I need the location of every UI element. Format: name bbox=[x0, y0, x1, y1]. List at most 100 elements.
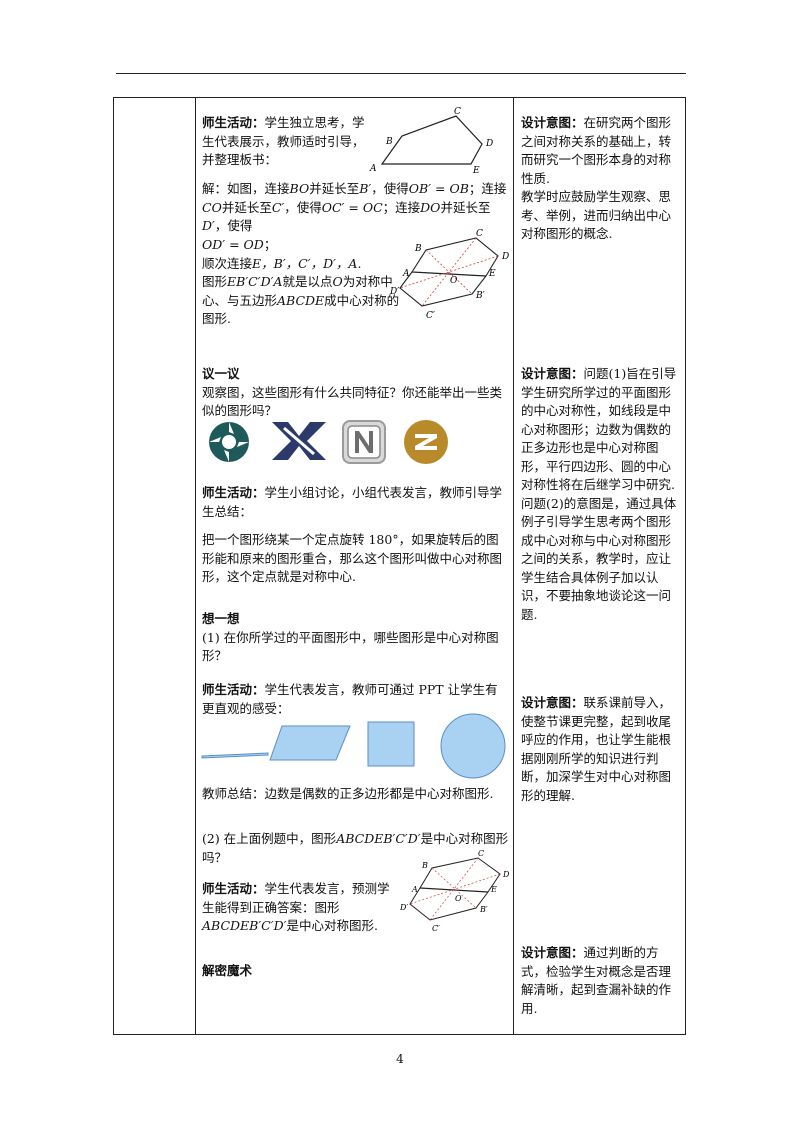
fig-3: 为对称中心、与五边形 bbox=[202, 274, 393, 308]
order-points: E，B′，C′，D′，A bbox=[252, 255, 358, 271]
design-intent-3-a: 联系课前导入，使整节课更完整，起到收尾呼应的作用，也让学生能根据刚刚所学的知识进… bbox=[521, 695, 672, 803]
design-intent-3: 设计意图：联系课前导入，使整节课更完整，起到收尾呼应的作用，也让学生能根据刚刚所… bbox=[521, 694, 682, 805]
sol-3: ，使得 bbox=[371, 181, 409, 196]
logo-x-icon bbox=[272, 422, 326, 460]
design-intent-1-b: 教学时应鼓励学生观察、思考、举例，进而归纳出中心对称图形的概念. bbox=[521, 189, 672, 241]
fig-1: 图形 bbox=[202, 274, 228, 289]
design-intent-4-a: 通过判断的方式，检验学生对概念是否理解清晰，起到查漏补缺的作用. bbox=[521, 945, 672, 1016]
think-heading: 想一想 bbox=[202, 611, 240, 626]
label-B: B bbox=[385, 137, 393, 147]
fig-name: EB′C′D′A bbox=[227, 274, 283, 289]
d1-O: O bbox=[450, 276, 458, 286]
d2-B: B bbox=[421, 861, 428, 870]
sol-CO: CO bbox=[202, 199, 222, 215]
circle-shape bbox=[440, 713, 506, 779]
sol-4: ；连接 bbox=[468, 181, 507, 196]
sol-OBp: OB′ = OB bbox=[408, 181, 469, 196]
q2-name: ABCDEB′C′D′ bbox=[336, 831, 421, 846]
design-intent-2-a: 问题(1)旨在引导学生研究所学过的平面图形的中心对称性，如线段是中心对称图形；边… bbox=[521, 366, 677, 492]
dashed-BB bbox=[425, 249, 473, 295]
q2-b: 是中心对称图形吗？ bbox=[202, 831, 509, 865]
act2-b: 是中心对称图形. bbox=[286, 918, 378, 933]
dashed-CC-2 bbox=[429, 857, 479, 921]
d1-Dp: D′ bbox=[389, 287, 399, 297]
sol-5: 并延长至 bbox=[221, 199, 272, 215]
discuss-question: 观察图，这些图形有什么共同特征？你还能举出一些类似的图形吗？ bbox=[202, 384, 503, 419]
activity-1-text: 师生活动：学生独立思考，学生代表展示，教师适时引导，并整理板书： bbox=[202, 114, 368, 170]
design-intent-4-heading: 设计意图： bbox=[521, 945, 584, 960]
activity-3-heading: 师生活动： bbox=[202, 682, 265, 697]
sol-7: ；连接 bbox=[382, 199, 421, 215]
magic-heading: 解密魔术 bbox=[202, 963, 253, 978]
fig-pent: ABCDE bbox=[277, 292, 325, 308]
d2-E: E bbox=[490, 885, 497, 894]
design-intent-2: 设计意图：问题(1)旨在引导学生研究所学过的平面图形的中心对称性，如线段是中心对… bbox=[521, 365, 682, 624]
activity-4: 师生活动：学生代表发言，预测学生能得到正确答案：图形 ABCDEB′C′D′是中心… bbox=[202, 880, 394, 936]
parallelogram-shape bbox=[269, 725, 351, 761]
sol-Bp: B′ bbox=[359, 181, 372, 196]
solution-label: 解： bbox=[202, 181, 228, 196]
dashed-DD bbox=[399, 255, 499, 289]
dashed-CC bbox=[421, 237, 477, 307]
sol-9: ，使得 bbox=[214, 218, 253, 233]
design-intent-2-heading: 设计意图： bbox=[521, 366, 584, 381]
segment-shape bbox=[201, 752, 269, 759]
design-intent-2-b: 问题(2)的意图是，通过具体例子引导学生思考两个图形成中心对称与中心对称图形之间… bbox=[521, 495, 677, 622]
d1-B: B bbox=[414, 244, 422, 254]
sol-Cp: C′ bbox=[271, 199, 285, 215]
order-1: 顺次连接 bbox=[202, 255, 253, 271]
activity-2: 师生活动：学生小组讨论，小组代表发言，教师引导学生总结： bbox=[202, 484, 510, 521]
act2-name: ABCDEB′C′D′ bbox=[202, 918, 287, 933]
logo-n-icon bbox=[342, 420, 386, 464]
header-rule bbox=[116, 73, 686, 74]
activity-4-heading: 师生活动： bbox=[202, 881, 265, 896]
logo-teal-icon bbox=[209, 422, 249, 462]
order-2: . bbox=[357, 255, 362, 271]
design-intent-1: 设计意图：在研究两个图形之间对称关系的基础上，转而研究一个图形本身的对称性质. … bbox=[521, 114, 682, 244]
activity-1-heading: 师生活动： bbox=[202, 115, 265, 130]
d2-O: O bbox=[455, 894, 462, 903]
d1-A: A bbox=[402, 269, 410, 279]
segment-AE-2 bbox=[419, 887, 489, 893]
q2-a: (2) 在上面例题中，图形 bbox=[202, 831, 337, 846]
definition-text: 把一个图形绕某一个定点旋转 180°，如果旋转后的图形能和原来的图形重合，那么这… bbox=[202, 532, 503, 584]
design-intent-3-heading: 设计意图： bbox=[521, 695, 584, 710]
pentagon-figure: A B C D E bbox=[369, 107, 493, 176]
activity-3: 师生活动：学生代表发言，教师可通过 PPT 让学生有更直观的感受： bbox=[202, 681, 510, 718]
solution-text: 解：如图，连接BO并延长至B′，使得OB′ = OB；连接CO并延长至C′，使得… bbox=[202, 180, 510, 236]
decagon-figure-1: A B C D E O B′ C′ D′ bbox=[389, 229, 509, 321]
think-section: 想一想 (1) 在你所学过的平面图形中，哪些图形是中心对称图形？ bbox=[202, 610, 510, 666]
column-divider-2 bbox=[513, 97, 514, 1035]
solution-text-cont: OD′ = OD； 顺次连接E，B′，C′，D′，A. 图形EB′C′D′A就是… bbox=[202, 236, 402, 329]
lesson-table bbox=[113, 97, 686, 1035]
d2-A: A bbox=[411, 885, 418, 894]
d1-Cp: C′ bbox=[426, 311, 435, 321]
d1-E: E bbox=[488, 269, 496, 279]
d2-C: C bbox=[478, 849, 484, 858]
d1-Bp: B′ bbox=[475, 291, 485, 301]
act2-a: 学生代表发言，预测学生能得到正确答案：图形 bbox=[202, 881, 390, 915]
label-A: A bbox=[369, 164, 377, 174]
activity-3-body: 学生代表发言，教师可通过 PPT 让学生有更直观的感受： bbox=[202, 682, 498, 716]
sol-8: 并延长至 bbox=[440, 199, 491, 215]
sol-Dp: D′ bbox=[202, 218, 215, 233]
discuss-section: 议一议 观察图，这些图形有什么共同特征？你还能举出一些类似的图形吗？ bbox=[202, 365, 510, 421]
sol-ODp: OD′ = OD bbox=[202, 237, 264, 252]
design-intent-4: 设计意图：通过判断的方式，检验学生对概念是否理解清晰，起到查漏补缺的作用. bbox=[521, 944, 682, 1018]
column-divider-1 bbox=[195, 97, 196, 1035]
design-intent-1-a: 在研究两个图形之间对称关系的基础上，转而研究一个图形本身的对称性质. bbox=[521, 115, 672, 186]
label-D: D bbox=[485, 139, 493, 149]
pentagon-shape bbox=[380, 115, 483, 165]
fig-O: O bbox=[332, 274, 343, 289]
label-E: E bbox=[472, 166, 480, 176]
teacher-summary: 教师总结：边数是偶数的正多边形都是中心对称图形. bbox=[202, 786, 494, 801]
fig-2: 就是以点 bbox=[282, 274, 333, 289]
activity-2-body: 学生小组讨论，小组代表发言，教师引导学生总结： bbox=[202, 485, 503, 519]
sol-2: 并延长至 bbox=[309, 181, 360, 196]
d2-Cp: C′ bbox=[432, 924, 440, 933]
activity-2-heading: 师生活动： bbox=[202, 485, 265, 500]
decagon-figure-2: A B C D E O B′ C′ D′ bbox=[399, 849, 510, 933]
think-question-2: (2) 在上面例题中，图形ABCDEB′C′D′是中心对称图形吗？ bbox=[202, 830, 510, 867]
d1-C: C bbox=[476, 229, 483, 239]
sol-1: 如图，连接 bbox=[227, 181, 290, 196]
